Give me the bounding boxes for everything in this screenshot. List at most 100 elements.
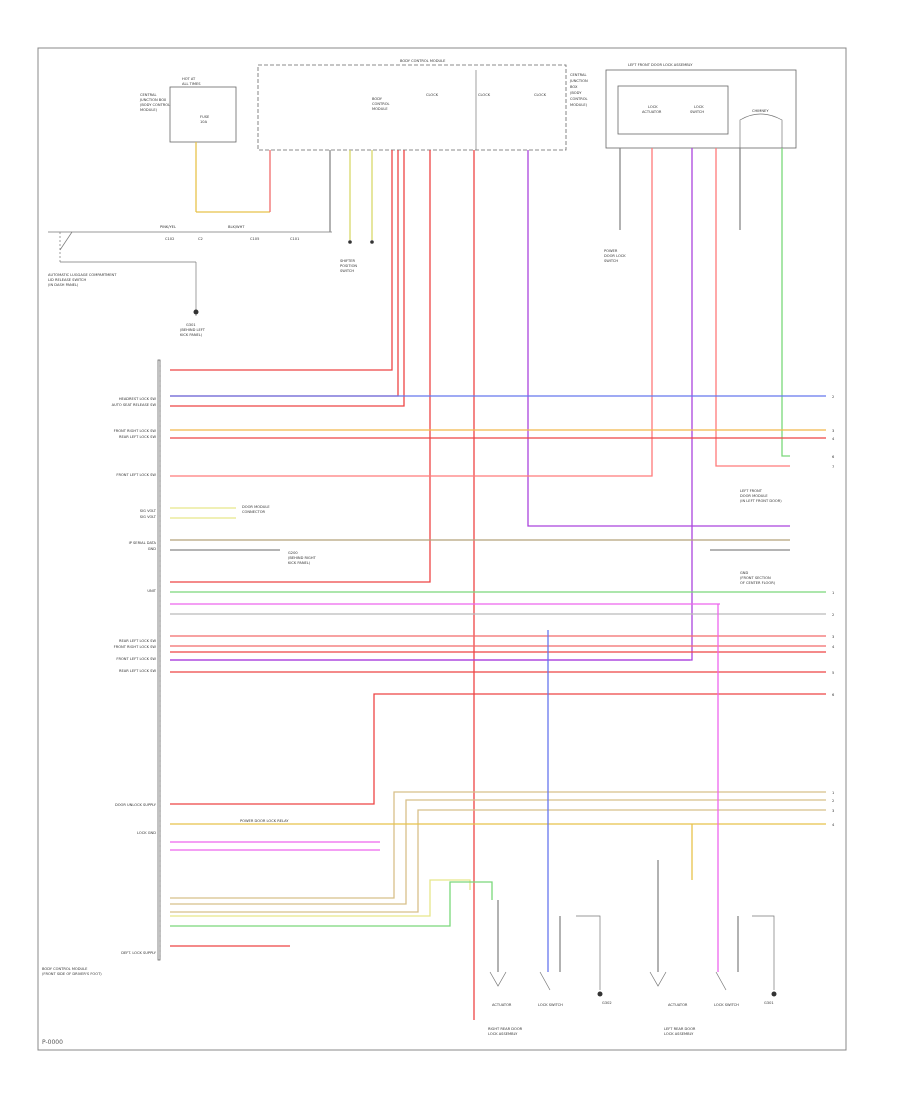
svg-text:6: 6 — [832, 455, 835, 459]
svg-text:BLK/WHT: BLK/WHT — [228, 225, 245, 229]
ground-g302 — [597, 991, 603, 997]
svg-text:G301: G301 — [764, 1001, 774, 1005]
rear-door-actuators — [489, 971, 727, 991]
key-lock-cylinder-switch: AUTOMATIC LUGGAGE COMPARTMENT LID RELEAS… — [48, 225, 332, 337]
svg-text:POWER: POWER — [604, 249, 618, 253]
svg-text:DOOR LOCK: DOOR LOCK — [604, 254, 626, 258]
svg-text:LOCK GND: LOCK GND — [137, 831, 156, 835]
svg-text:CLOCK: CLOCK — [426, 93, 439, 97]
svg-text:C105: C105 — [250, 237, 259, 241]
svg-text:JUNCTION BOX: JUNCTION BOX — [139, 98, 167, 102]
svg-text:LOCK SWITCH: LOCK SWITCH — [714, 1003, 739, 1007]
svg-text:SWITCH: SWITCH — [340, 269, 354, 273]
wires — [170, 142, 826, 1020]
svg-text:RIGHT REAR DOOR: RIGHT REAR DOOR — [488, 1027, 523, 1031]
left-front-door-lock-assembly-box: LEFT FRONT DOOR LOCK ASSEMBLY LOCK ACTUA… — [605, 63, 797, 149]
svg-text:CLOCK: CLOCK — [534, 93, 547, 97]
svg-text:LEFT FRONT DOOR LOCK ASSEMBLY: LEFT FRONT DOOR LOCK ASSEMBLY — [628, 63, 693, 67]
svg-text:(BODY: (BODY — [570, 91, 582, 95]
svg-text:REAR LEFT LOCK SW: REAR LEFT LOCK SW — [119, 435, 156, 439]
svg-text:LEFT REAR DOOR: LEFT REAR DOOR — [664, 1027, 696, 1031]
svg-text:CLOCK: CLOCK — [478, 93, 491, 97]
svg-text:KICK PANEL): KICK PANEL) — [288, 561, 311, 565]
svg-text:LOCK ASSEMBLY: LOCK ASSEMBLY — [488, 1032, 518, 1036]
svg-text:MODULE: MODULE — [372, 107, 388, 111]
svg-text:IP SERIAL DATA: IP SERIAL DATA — [129, 541, 157, 545]
svg-text:4: 4 — [832, 823, 835, 827]
ground-g301-bottom — [771, 991, 777, 997]
svg-text:(FRONT SIDE OF DRIVER'S FOOT): (FRONT SIDE OF DRIVER'S FOOT) — [42, 972, 102, 976]
svg-text:LOCK ASSEMBLY: LOCK ASSEMBLY — [664, 1032, 694, 1036]
svg-text:FRONT LEFT LOCK SW: FRONT LEFT LOCK SW — [116, 473, 156, 477]
svg-text:4: 4 — [832, 437, 835, 441]
svg-text:SWITCH: SWITCH — [604, 259, 618, 263]
svg-text:MODULE): MODULE) — [140, 108, 158, 112]
svg-text:(FRONT SECTION: (FRONT SECTION — [740, 576, 771, 580]
svg-text:CONTROL: CONTROL — [570, 97, 588, 101]
svg-text:CHIMNEY: CHIMNEY — [752, 109, 769, 113]
svg-text:C2: C2 — [198, 237, 203, 241]
svg-text:REAR LEFT LOCK SW: REAR LEFT LOCK SW — [119, 669, 156, 673]
footer-code: P-0000 — [42, 1039, 63, 1046]
svg-text:(BEHIND LEFT: (BEHIND LEFT — [180, 328, 206, 332]
svg-text:(BEHIND RIGHT: (BEHIND RIGHT — [288, 556, 317, 560]
svg-text:BODY CONTROL MODULE: BODY CONTROL MODULE — [400, 59, 446, 63]
svg-text:GND: GND — [148, 547, 156, 551]
ground-shifter-a — [348, 240, 352, 244]
svg-text:DOOR UNLOCK SUPPLY: DOOR UNLOCK SUPPLY — [115, 803, 157, 807]
svg-text:ACTUATOR: ACTUATOR — [492, 1003, 512, 1007]
svg-text:1: 1 — [832, 591, 834, 595]
svg-text:ACTUATOR: ACTUATOR — [642, 110, 662, 114]
wire-labels: SHIFTER POSITION SWITCH POWER DOOR LOCK … — [240, 249, 782, 1036]
svg-text:BODY: BODY — [372, 97, 383, 101]
svg-text:FUSE: FUSE — [200, 115, 210, 119]
svg-text:FRONT LEFT LOCK SW: FRONT LEFT LOCK SW — [116, 657, 156, 661]
svg-text:MODULE): MODULE) — [570, 103, 588, 107]
svg-text:G301: G301 — [186, 323, 196, 327]
svg-text:HEADREST LOCK SW: HEADREST LOCK SW — [119, 397, 157, 401]
svg-text:3: 3 — [832, 429, 834, 433]
svg-text:POSITION: POSITION — [340, 264, 357, 268]
svg-text:(BODY CONTROL: (BODY CONTROL — [140, 103, 170, 107]
svg-text:3: 3 — [832, 635, 834, 639]
diagram-frame — [37, 47, 847, 1051]
svg-text:DEFT. LOCK SUPPLY: DEFT. LOCK SUPPLY — [121, 951, 157, 955]
svg-text:ALL TIMES: ALL TIMES — [182, 82, 201, 86]
svg-text:(IN LEFT FRONT DOOR): (IN LEFT FRONT DOOR) — [740, 499, 782, 503]
svg-text:CONTROL: CONTROL — [372, 102, 390, 106]
svg-text:PINK/YEL: PINK/YEL — [160, 225, 176, 229]
svg-text:LOCK SWITCH: LOCK SWITCH — [538, 1003, 563, 1007]
svg-text:6: 6 — [832, 693, 835, 697]
svg-text:FRONT RIGHT LOCK SW: FRONT RIGHT LOCK SW — [114, 429, 157, 433]
ground-g301-top — [193, 309, 199, 315]
right-pin-markers: 2 3 4 6 7 1 2 3 4 5 6 1 2 3 4 — [832, 395, 835, 827]
svg-text:REAR LEFT LOCK SW: REAR LEFT LOCK SW — [119, 639, 156, 643]
svg-text:GND: GND — [740, 571, 748, 575]
svg-text:CONNECTOR: CONNECTOR — [242, 510, 266, 514]
svg-text:3: 3 — [832, 809, 834, 813]
svg-text:2: 2 — [832, 395, 834, 399]
svg-text:CENTRAL: CENTRAL — [570, 73, 586, 77]
svg-text:AUTO SEAT RELEASE SW: AUTO SEAT RELEASE SW — [112, 403, 157, 407]
svg-text:LEFT FRONT: LEFT FRONT — [740, 489, 763, 493]
svg-text:JUNCTION: JUNCTION — [569, 79, 588, 83]
svg-text:C102: C102 — [165, 237, 174, 241]
svg-text:BOX: BOX — [570, 85, 578, 89]
svg-text:FRONT RIGHT LOCK SW: FRONT RIGHT LOCK SW — [114, 645, 157, 649]
svg-text:LID RELEASE SWITCH: LID RELEASE SWITCH — [48, 278, 87, 282]
svg-text:BODY CONTROL MODULE: BODY CONTROL MODULE — [42, 967, 88, 971]
svg-text:1: 1 — [832, 791, 834, 795]
svg-text:SIG VOLT: SIG VOLT — [140, 509, 157, 513]
svg-text:OF CENTER FLOOR): OF CENTER FLOOR) — [740, 581, 776, 585]
body-control-module-box: BODY CONTROL MODULE BODY CONTROL MODULE … — [257, 59, 588, 151]
ground-shifter-b — [370, 240, 374, 244]
svg-text:SHIFTER: SHIFTER — [340, 259, 356, 263]
svg-text:ACTUATOR: ACTUATOR — [668, 1003, 688, 1007]
svg-text:SIG VOLT: SIG VOLT — [140, 515, 157, 519]
svg-text:AUTOMATIC LUGGAGE COMPARTMENT: AUTOMATIC LUGGAGE COMPARTMENT — [48, 273, 117, 277]
svg-text:CENTRAL: CENTRAL — [140, 93, 156, 97]
svg-text:4: 4 — [832, 645, 835, 649]
svg-text:HOT AT: HOT AT — [182, 77, 196, 81]
svg-text:2: 2 — [832, 613, 834, 617]
